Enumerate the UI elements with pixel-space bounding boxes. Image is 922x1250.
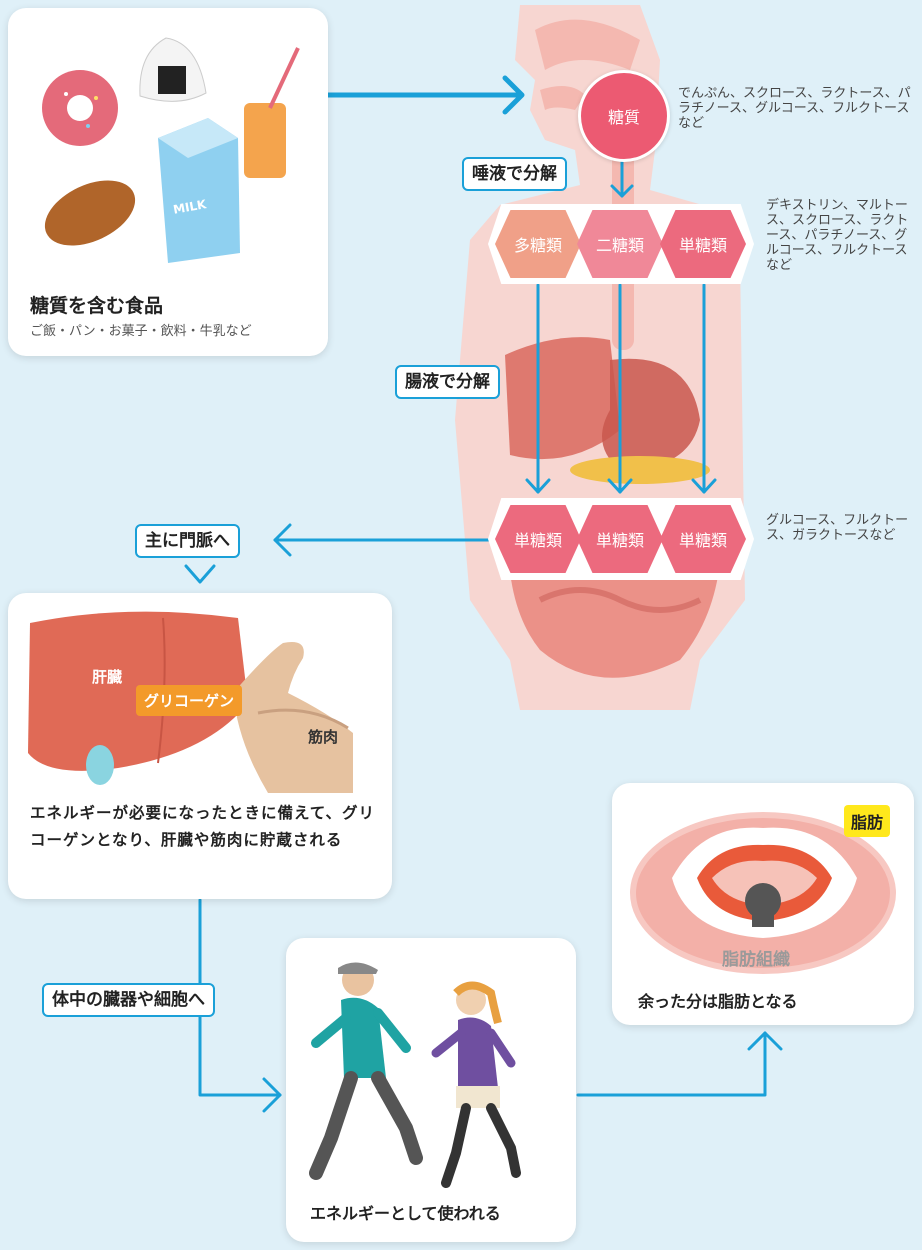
liver-card-text: エネルギーが必要になったときに備えて、グリコーゲンとなり、肝臓や筋肉に貯蔵される bbox=[30, 800, 380, 854]
label-intestinal: 腸液で分解 bbox=[395, 365, 500, 399]
hex-monosaccharide-1: 単糖類 bbox=[495, 505, 581, 573]
energy-card-text: エネルギーとして使われる bbox=[310, 1200, 501, 1224]
note-sugar-types: でんぷん、スクロース、ラクトース、パラチノース、グルコース、フルクトースなど bbox=[678, 86, 914, 131]
fat-tissue-label: 脂肪組織 bbox=[722, 945, 790, 970]
hex-monosaccharide-2: 単糖類 bbox=[577, 505, 663, 573]
liver-label: 肝臓 bbox=[92, 666, 122, 687]
muscle-label: 筋肉 bbox=[308, 726, 338, 747]
hex-monosaccharide-3: 単糖類 bbox=[660, 505, 746, 573]
label-organs: 体中の臓器や細胞へ bbox=[42, 983, 215, 1017]
note-carb-types: デキストリン、マルトース、スクロース、ラクトース、パラチノース、グルコース、フル… bbox=[766, 198, 914, 273]
hex-disaccharide: 二糖類 bbox=[577, 210, 663, 278]
label-saliva: 唾液で分解 bbox=[462, 157, 567, 191]
fat-card-text: 余った分は脂肪となる bbox=[638, 988, 798, 1012]
runners-illustration bbox=[286, 938, 576, 1198]
hex-polysaccharide: 多糖類 bbox=[495, 210, 581, 278]
food-illustration bbox=[8, 8, 328, 268]
note-mono-types: グルコース、フルクトース、ガラクトースなど bbox=[766, 513, 916, 543]
liver-card: 肝臓 グリコーゲン 筋肉 エネルギーが必要になったときに備えて、グリコーゲンとな… bbox=[8, 593, 392, 899]
glycogen-label: グリコーゲン bbox=[136, 685, 242, 716]
energy-card: エネルギーとして使われる bbox=[286, 938, 576, 1242]
sugar-circle: 糖質 bbox=[578, 70, 670, 162]
fat-card: 脂肪 脂肪組織 余った分は脂肪となる bbox=[612, 783, 914, 1025]
food-card-subtitle: ご飯・パン・お菓子・飲料・牛乳など bbox=[30, 320, 252, 339]
hex-monosaccharide-top: 単糖類 bbox=[660, 210, 746, 278]
food-card: MILK 糖質を含む食品 ご飯・パン・お菓子・飲料・牛乳など bbox=[8, 8, 328, 356]
fat-badge: 脂肪 bbox=[844, 805, 890, 837]
sugar-circle-label: 糖質 bbox=[608, 104, 640, 128]
food-card-title: 糖質を含む食品 bbox=[30, 291, 163, 318]
label-portal: 主に門脈へ bbox=[135, 524, 240, 558]
